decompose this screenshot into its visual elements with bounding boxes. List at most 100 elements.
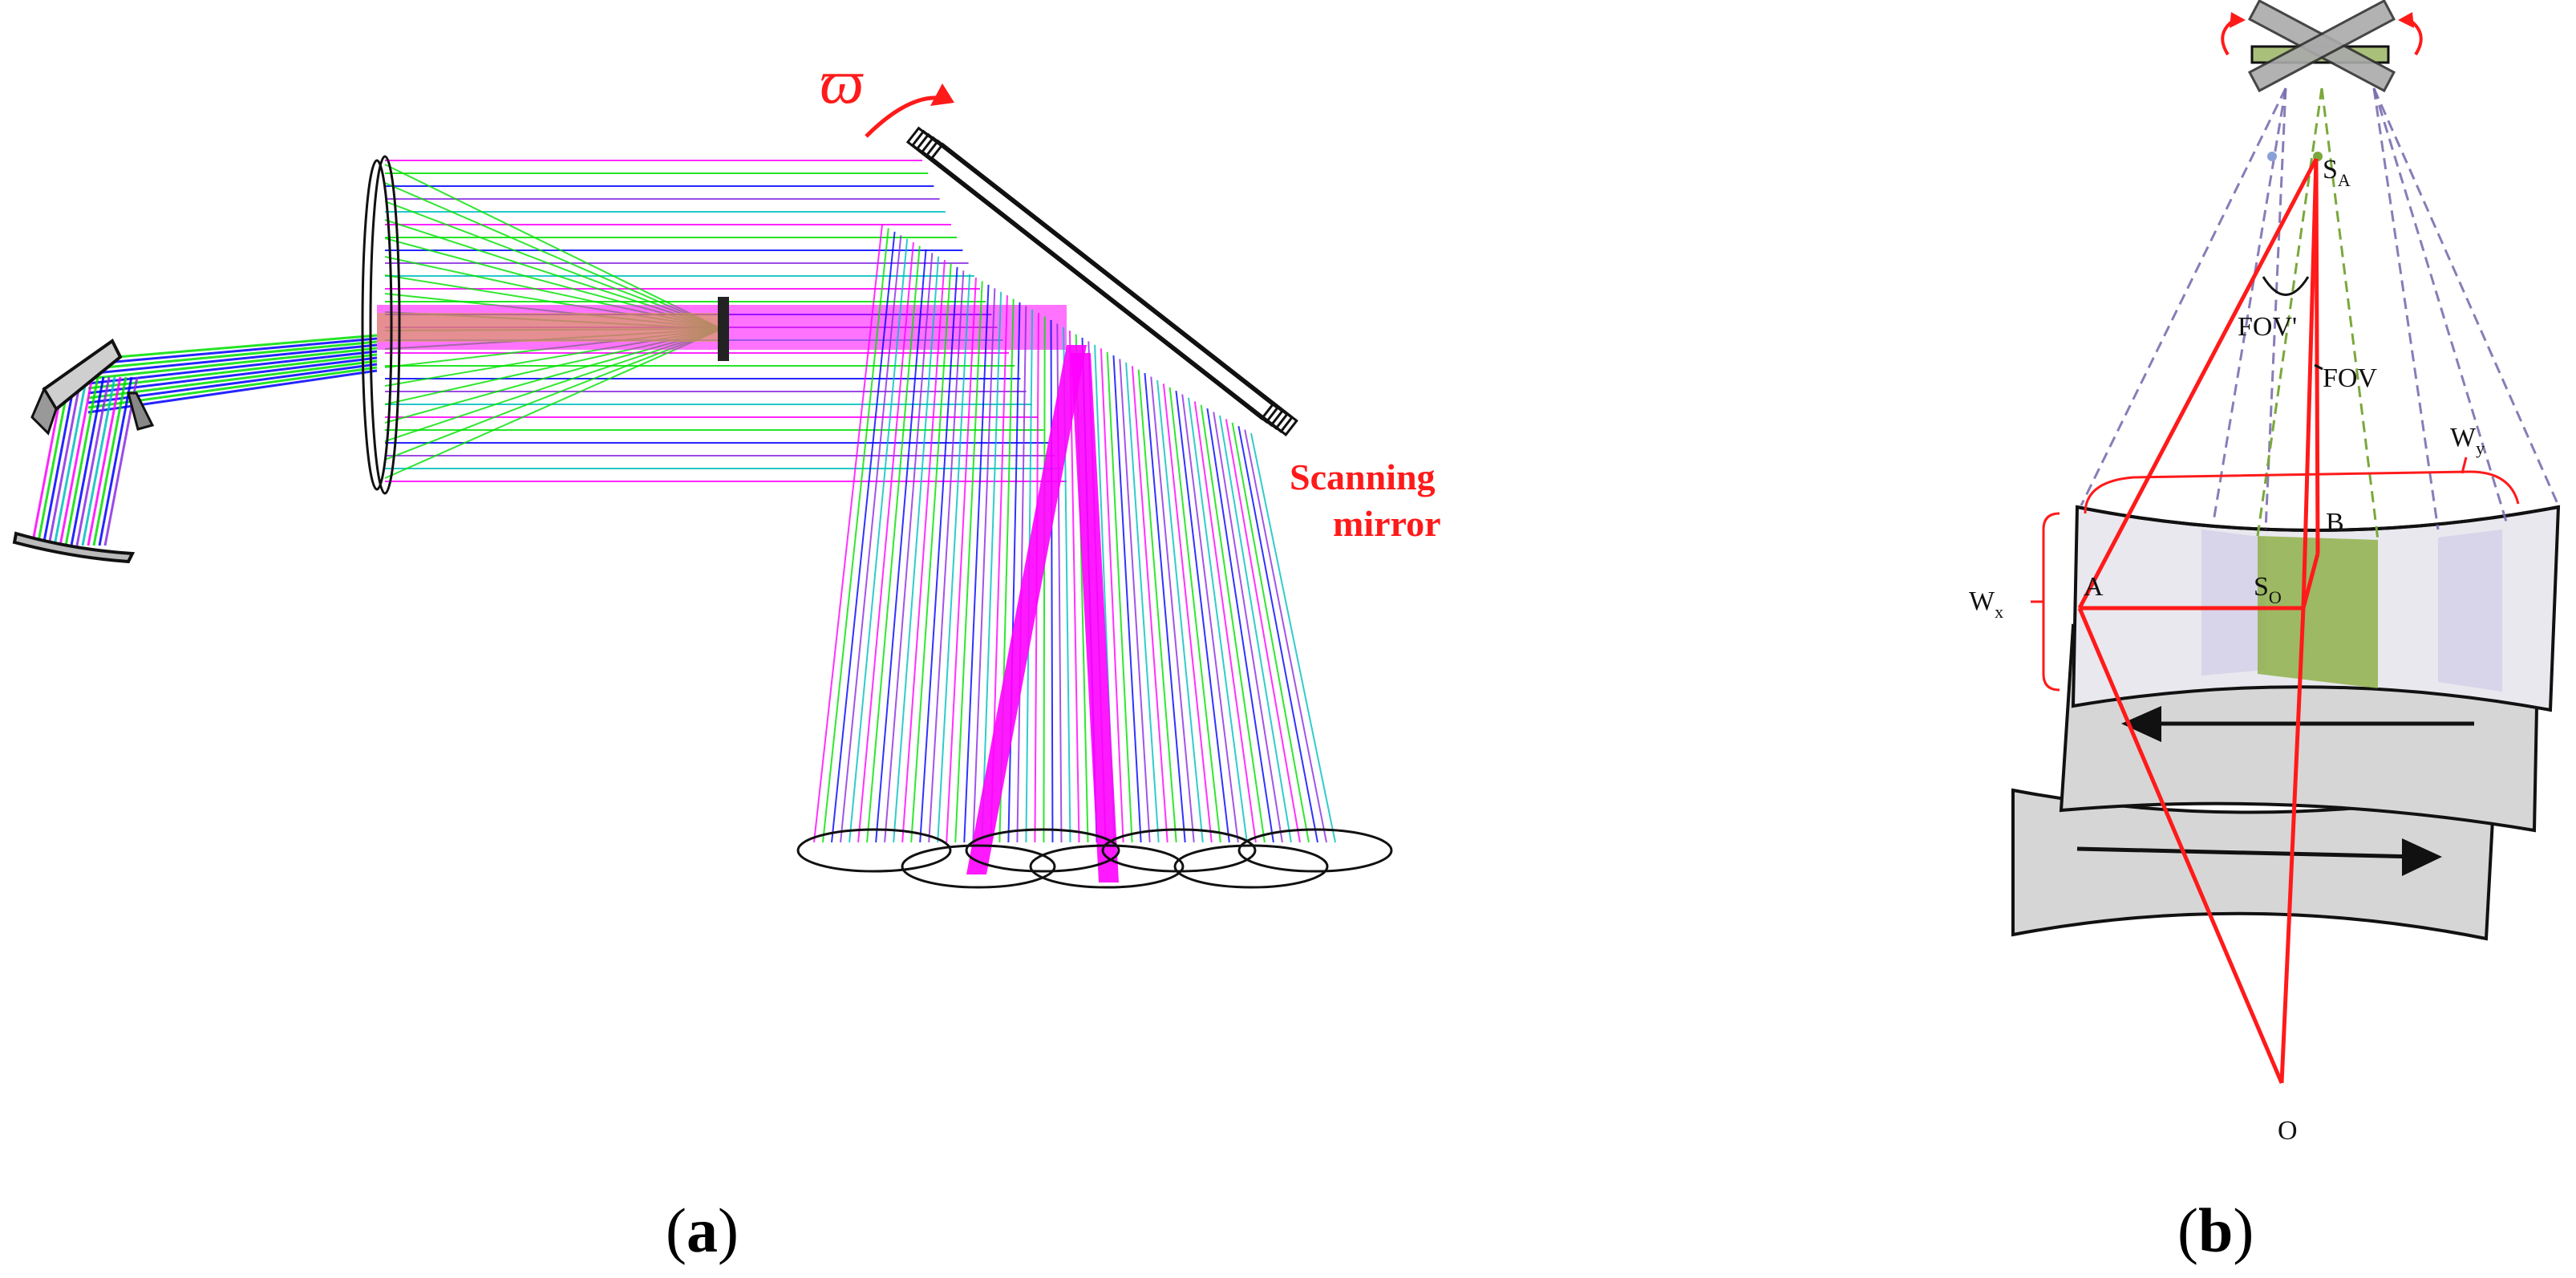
geometry-lines — [2077, 157, 2320, 1084]
relay-assembly — [12, 339, 155, 564]
relay-down-ray — [36, 376, 71, 546]
ground-ray — [928, 270, 965, 843]
relay-ray — [87, 337, 378, 366]
ground-ray — [831, 231, 896, 843]
ground-ray — [901, 259, 946, 843]
relay-down-ray — [47, 376, 83, 546]
ground-ray — [1144, 372, 1186, 843]
ground-ray — [1200, 404, 1266, 843]
relay-down-ray — [92, 376, 128, 546]
rotation-indicator: ϖ — [820, 47, 954, 138]
ground-ray — [1219, 415, 1292, 843]
dashed-cone-line-green — [2320, 87, 2380, 541]
ground-ray — [1100, 348, 1124, 843]
ground-ray — [1225, 419, 1301, 843]
relay-down-ray — [59, 376, 94, 546]
dashed-cone-line — [2080, 87, 2287, 506]
ground-ray — [1181, 394, 1239, 843]
ground-ray — [946, 278, 977, 843]
ground-ray — [857, 241, 914, 843]
footprint-ellipse — [1029, 844, 1185, 889]
ground-swath-1 — [2071, 505, 2561, 712]
ground-ray — [1016, 306, 1027, 843]
footprint-ellipse — [1101, 828, 1257, 873]
cone-ray — [384, 328, 723, 479]
ground-ray — [1112, 355, 1142, 843]
relay-ray — [87, 347, 378, 380]
mirror-plate — [915, 132, 1284, 427]
relay-down-ray — [64, 376, 99, 546]
scanning-mirror-label-line2: mirror — [1333, 503, 1441, 544]
ground-ray — [1131, 366, 1169, 843]
primary-lens — [361, 155, 401, 495]
relay-down-ray — [75, 376, 111, 546]
relay-down-ray — [53, 376, 88, 546]
relay-ray — [87, 359, 378, 400]
label-fov-prime: FOV' — [2238, 312, 2297, 342]
ground-ray — [1169, 387, 1221, 843]
ground-ray — [1213, 412, 1283, 843]
footprint-ellipse — [901, 844, 1056, 889]
relay-down-ray — [42, 376, 77, 546]
scanning-mirror-label-line1: Scanning — [1290, 456, 1436, 497]
ground-ray — [1156, 379, 1204, 843]
ground-ray — [893, 256, 940, 843]
optical-ray-bundles — [30, 160, 1336, 882]
ground-ray — [1206, 408, 1274, 843]
footprint-ellipse — [1237, 828, 1393, 873]
relay-ray — [87, 343, 378, 375]
dashed-cone-line — [2372, 87, 2560, 506]
relay-down-ray — [81, 376, 116, 546]
ground-ray — [1007, 302, 1021, 843]
label-point-SA: SA — [2323, 155, 2351, 190]
angle-marks — [2262, 276, 2323, 371]
relay-down-ray — [70, 376, 105, 546]
scanning-mirror-label: Scanning mirror — [1290, 456, 1441, 544]
ground-ray — [840, 235, 902, 843]
ground-ray — [866, 245, 921, 843]
dashed-cone-line — [2372, 87, 2440, 530]
panel-b-label: (b) — [2177, 1195, 2254, 1265]
label-point-O: O — [2278, 1116, 2298, 1146]
panel-b-scan-geometry: SA FOV' FOV Wy B Wx A SO O (b) — [1969, 0, 2561, 1265]
central-band-core — [377, 313, 722, 342]
label-fov: FOV — [2323, 363, 2377, 393]
ground-ray — [1050, 319, 1054, 843]
ground-ray — [822, 228, 889, 843]
relay-down-ray — [98, 376, 133, 546]
label-point-A: A — [2084, 572, 2104, 602]
ray-stripe — [1071, 353, 1119, 882]
ground-ray — [1188, 397, 1248, 843]
ground-ray — [1250, 432, 1336, 843]
ground-ray — [1125, 362, 1160, 843]
scanning-mirror — [905, 126, 1298, 436]
footprint-ellipse — [1173, 844, 1329, 889]
ground-ray — [1150, 376, 1195, 843]
ground-ray — [1244, 429, 1327, 843]
cone-ray — [384, 164, 723, 330]
ground-ray — [910, 263, 952, 843]
label-point-SO: SO — [2254, 572, 2282, 607]
view-cone-lines — [2080, 87, 2560, 541]
ground-ray — [849, 238, 909, 843]
ground-footprints — [796, 828, 1393, 889]
dashed-cone-line — [2372, 87, 2508, 522]
panel-a-label: (a) — [666, 1195, 739, 1265]
relay-ray — [87, 334, 378, 361]
ground-ray — [1119, 359, 1151, 843]
ray-stripe — [966, 345, 1087, 874]
panel-b-labels: SA FOV' FOV Wy B Wx A SO O — [1969, 155, 2485, 1146]
label-width-y: Wy — [2450, 423, 2485, 458]
cone-ray — [384, 182, 723, 330]
ground-ray — [919, 266, 958, 843]
ground-swath-3 — [2011, 788, 2497, 941]
dashed-cone-line — [2264, 87, 2287, 530]
cone-apex-point-left — [2267, 152, 2277, 161]
ground-ray — [1175, 391, 1230, 843]
secondary-lens — [718, 297, 729, 361]
cone-ray — [384, 328, 723, 460]
ground-ray — [963, 284, 990, 843]
scanning-element — [2221, 0, 2423, 93]
ground-ray — [972, 288, 996, 843]
